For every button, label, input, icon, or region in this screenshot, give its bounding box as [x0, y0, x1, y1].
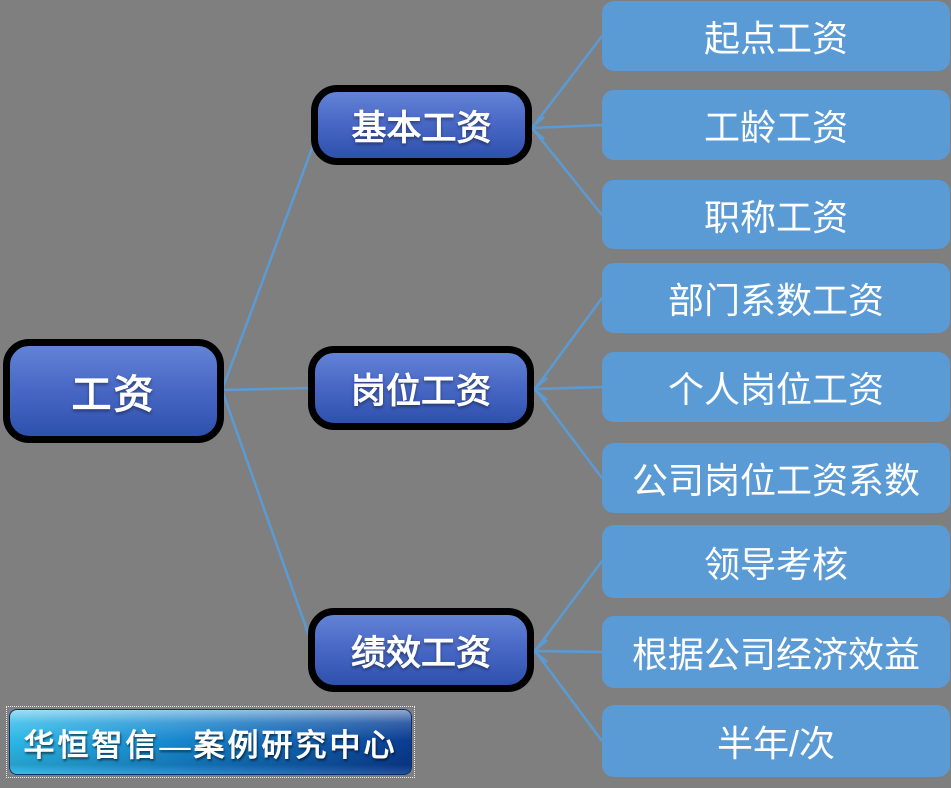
leaf-company-economic-benefit: 根据公司经济效益	[602, 616, 950, 688]
leaf-starting-salary: 起点工资	[602, 1, 950, 71]
connector-basic-salary-group	[529, 35, 603, 216]
connector-root-to-branches	[220, 126, 322, 651]
leaf-department-coefficient-salary: 部门系数工资	[602, 263, 950, 333]
leaf-half-year-frequency: 半年/次	[602, 705, 950, 777]
connector-performance-salary-group	[532, 560, 604, 742]
leaf-company-position-coefficient: 公司岗位工资系数	[602, 443, 950, 513]
node-salary-root: 工资	[3, 339, 224, 443]
node-position-salary: 岗位工资	[308, 346, 534, 430]
node-performance-salary: 绩效工资	[308, 608, 534, 692]
arrowhead-icon	[532, 639, 548, 663]
leaf-seniority-salary: 工龄工资	[602, 90, 950, 160]
arrowhead-icon	[532, 377, 548, 401]
watermark-text: 华恒智信—案例研究中心	[9, 709, 412, 775]
watermark-banner: 华恒智信—案例研究中心	[6, 706, 415, 778]
leaf-personal-position-salary: 个人岗位工资	[602, 352, 950, 422]
leaf-title-salary: 职称工资	[602, 180, 950, 249]
connector-position-salary-group	[532, 297, 604, 479]
node-basic-salary: 基本工资	[311, 85, 532, 165]
leaf-leadership-review: 领导考核	[602, 525, 950, 598]
